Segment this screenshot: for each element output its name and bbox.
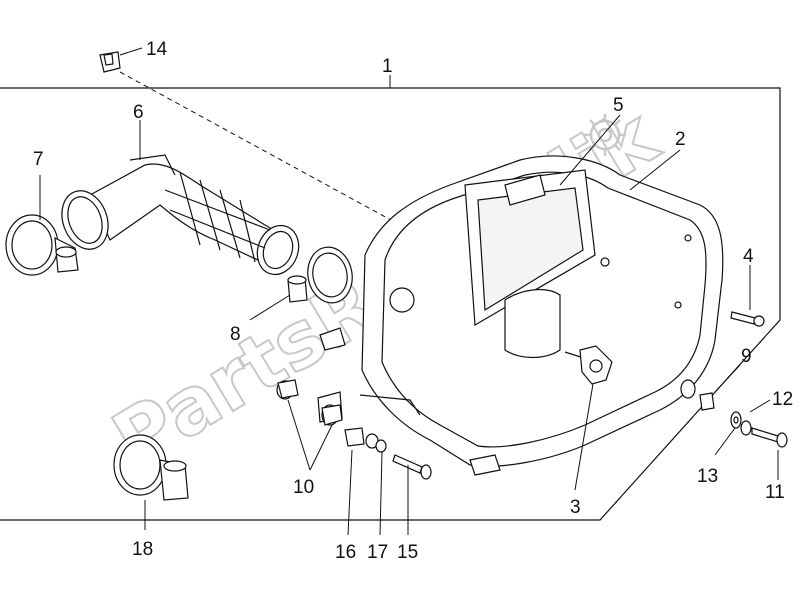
callout-17: 17 (367, 542, 388, 563)
callout-6: 6 (133, 102, 144, 123)
callout-7: 7 (33, 149, 44, 170)
callout-4: 4 (743, 246, 754, 267)
callout-1: 1 (382, 56, 393, 77)
part-16-bushing (344, 427, 365, 447)
part-2-filter-housing (317, 155, 724, 476)
part-4-screw (730, 311, 765, 327)
callout-16: 16 (335, 542, 356, 563)
callout-12: 12 (772, 389, 793, 410)
callout-10: 10 (293, 477, 314, 498)
assembly-frame (0, 87, 781, 521)
callout-numbers: 1 14 6 7 5 2 4 8 9 12 13 11 3 10 16 17 1… (33, 39, 793, 563)
part-11-bolt (751, 427, 788, 448)
callout-13: 13 (697, 466, 718, 487)
part-10-caps (276, 379, 343, 426)
part-7-clamp (5, 214, 79, 276)
part-17-washer (365, 433, 387, 453)
callout-15: 15 (397, 542, 418, 563)
part-8-clamp (287, 246, 353, 304)
part-13-washer (730, 411, 742, 429)
callout-14: 14 (146, 39, 168, 60)
callout-8: 8 (230, 324, 241, 345)
callout-5: 5 (613, 95, 624, 116)
part-6-intake-tube (61, 154, 300, 276)
callout-11: 11 (765, 482, 785, 503)
part-3-knob (564, 345, 613, 385)
part-15-bolt (392, 454, 432, 480)
callout-2: 2 (675, 129, 686, 150)
part-9-nut (680, 379, 715, 411)
part-12-washer (740, 420, 752, 436)
leader-lines (39, 47, 779, 536)
part-14-clip (99, 51, 121, 73)
clip-dashed-leader (119, 71, 401, 226)
callout-3: 3 (570, 497, 581, 518)
callout-9: 9 (741, 346, 752, 367)
callout-18: 18 (132, 539, 153, 560)
part-18-clamp (113, 434, 189, 501)
